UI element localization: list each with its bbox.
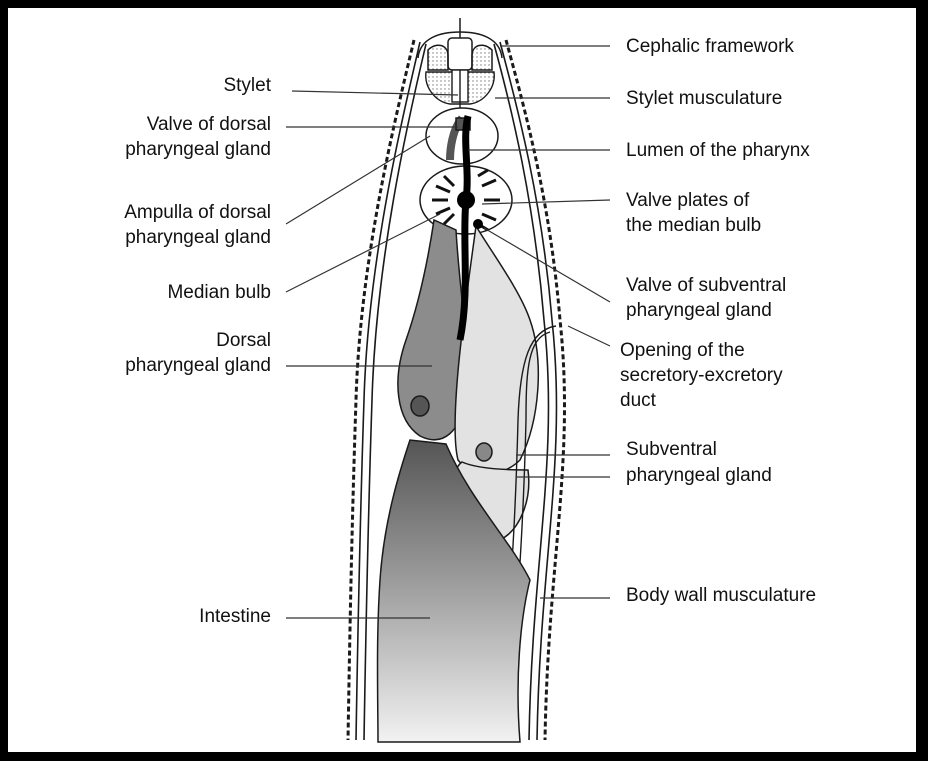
label-stylet: Stylet	[223, 75, 271, 96]
label-opening-1: Opening of the	[620, 340, 745, 361]
left-labels: Stylet Valve of dorsal pharyngeal gland …	[124, 75, 272, 627]
subventral-nucleus-1	[476, 443, 492, 461]
label-dorsal-gland-2: pharyngeal gland	[125, 355, 271, 376]
label-intestine: Intestine	[199, 606, 271, 627]
label-lumen: Lumen of the pharynx	[626, 140, 810, 161]
label-ampulla-1: Ampulla of dorsal	[124, 202, 271, 223]
stylet-musculature	[426, 70, 494, 110]
label-median-bulb: Median bulb	[167, 282, 271, 303]
label-valve-subventral-1: Valve of subventral	[626, 275, 786, 296]
label-subventral-1: Subventral	[626, 439, 717, 460]
label-dorsal-gland-1: Dorsal	[216, 330, 271, 351]
label-stylet-musculature: Stylet musculature	[626, 88, 782, 109]
label-valve-subventral-2: pharyngeal gland	[626, 300, 772, 321]
label-opening-3: duct	[620, 390, 657, 411]
label-valve-plates-2: the median bulb	[626, 215, 761, 236]
label-body-wall: Body wall musculature	[626, 585, 816, 606]
cephalic-framework	[418, 18, 502, 70]
label-ampulla-2: pharyngeal gland	[125, 227, 271, 248]
procorpus	[426, 108, 498, 164]
label-subventral-2: pharyngeal gland	[626, 465, 772, 486]
label-valve-dorsal-2: pharyngeal gland	[125, 139, 271, 160]
dorsal-gland-nucleus	[411, 396, 429, 416]
label-opening-2: secretory-excretory	[620, 365, 783, 386]
right-labels: Cephalic framework Stylet musculature Lu…	[620, 36, 816, 606]
label-valve-plates-1: Valve plates of	[626, 190, 750, 211]
label-cephalic-framework: Cephalic framework	[626, 36, 794, 57]
label-valve-dorsal-1: Valve of dorsal	[147, 114, 271, 135]
